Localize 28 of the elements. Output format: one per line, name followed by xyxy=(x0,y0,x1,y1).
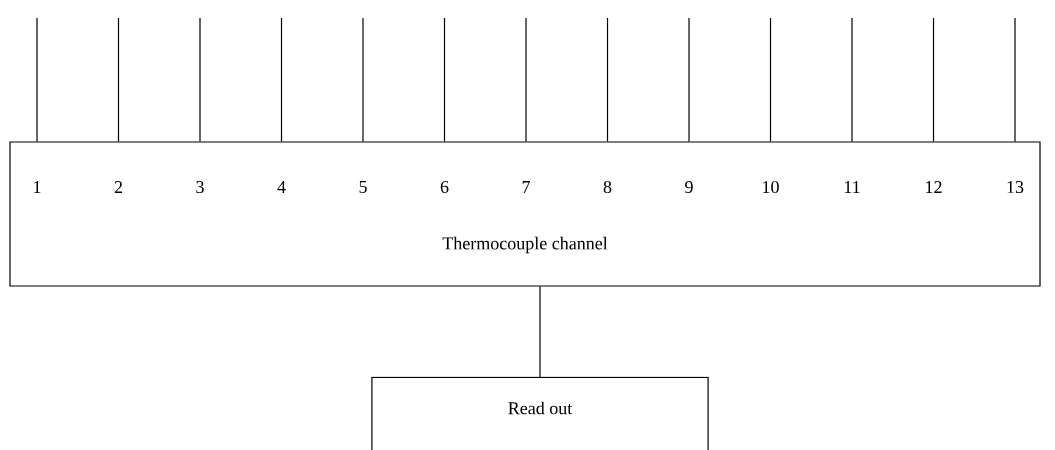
wire-line xyxy=(932,17,935,142)
wire-line xyxy=(851,17,853,142)
channel-number: 11 xyxy=(844,181,860,193)
channel-number: 12 xyxy=(926,181,942,193)
wire-line xyxy=(199,17,201,142)
wire-line xyxy=(769,17,772,142)
channel-number: 8 xyxy=(603,180,612,194)
wire-line xyxy=(443,17,446,142)
wire-line xyxy=(362,17,364,142)
channel-number: 5 xyxy=(359,181,367,193)
channel-number: 9 xyxy=(685,180,693,194)
wire-line xyxy=(525,17,527,142)
wire-line xyxy=(280,17,283,142)
channel-number: 3 xyxy=(196,180,204,194)
channel-number: 1 xyxy=(34,181,41,193)
channel-number: 6 xyxy=(440,180,449,194)
channel-number: 2 xyxy=(114,181,122,193)
channel-number: 4 xyxy=(277,181,286,193)
wire-line xyxy=(688,17,690,142)
wire-line xyxy=(606,17,609,142)
wire-line xyxy=(36,17,38,142)
wire-line xyxy=(1014,17,1016,142)
channel-number: 7 xyxy=(522,181,530,193)
wire-line xyxy=(117,17,120,142)
channel-number: 10 xyxy=(763,180,779,194)
channel-number: 13 xyxy=(1007,180,1024,194)
connector-line xyxy=(539,286,541,378)
readout-box: Read out xyxy=(371,376,709,450)
